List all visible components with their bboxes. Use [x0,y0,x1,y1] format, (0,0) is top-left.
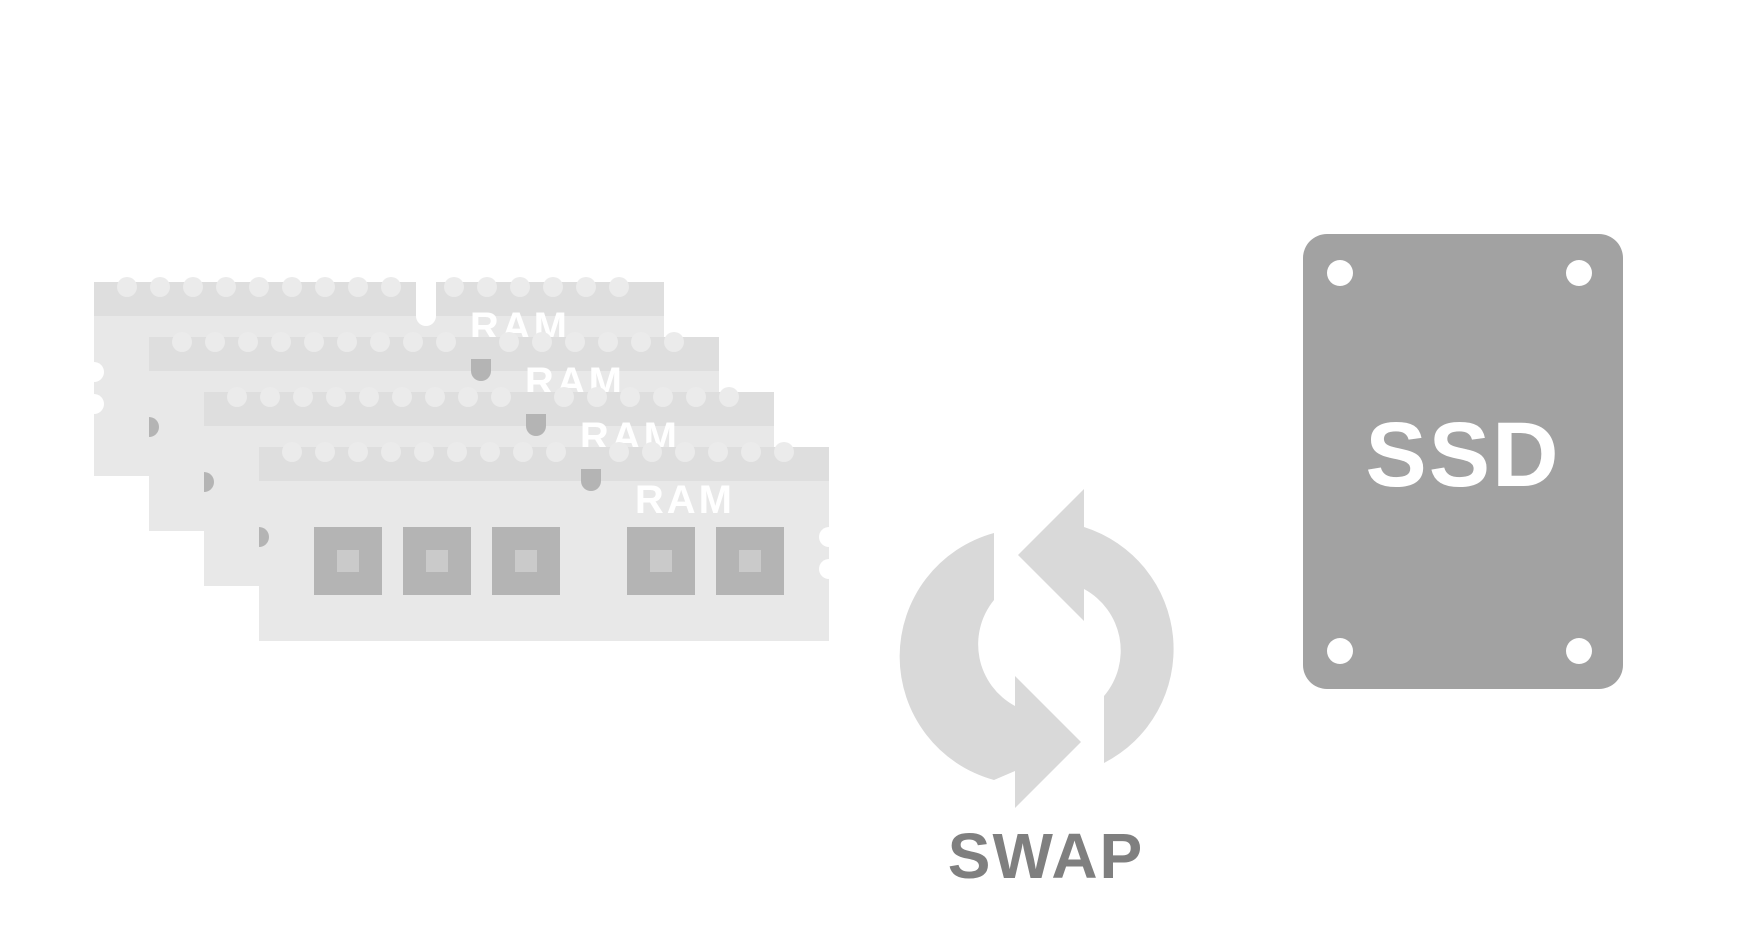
ram-side-notch [204,472,214,492]
ram-notch [526,414,546,436]
ram-chip [716,527,784,595]
ram-label: RAM [635,478,735,522]
ram-notch [471,359,491,381]
ram-side-notch [819,559,839,579]
ram-side-notch [149,417,159,437]
ram-contacts [227,387,739,407]
ram-side-notch [259,527,269,547]
ssd-screw-hole [1566,638,1592,664]
ssd-screw-hole [1566,260,1592,286]
swap-arrows-icon [899,489,1174,808]
ram-chip [627,527,695,595]
ssd-screw-hole [1327,260,1353,286]
ssd-label: SSD [1365,404,1560,506]
ram-side-notch [84,394,104,414]
ram-notch [416,282,436,326]
ram-side-notch [819,527,839,547]
ram-side-notch [84,362,104,382]
ram-chip [314,527,382,595]
ram-chip [492,527,560,595]
swap-arrow-top-icon [1018,489,1174,763]
swap-arrow-bottom-icon [899,533,1081,808]
ram-contacts [117,277,629,297]
ram-chip [403,527,471,595]
ram-contacts [282,442,794,462]
ram-contacts [172,332,684,352]
ram-notch [581,469,601,491]
swap-label: SWAP [948,820,1144,892]
ssd-body [1303,234,1623,689]
ssd-screw-hole [1327,638,1353,664]
ram-module-4: RAM [259,442,839,641]
ssd-drive-icon: SSD [1303,234,1623,689]
